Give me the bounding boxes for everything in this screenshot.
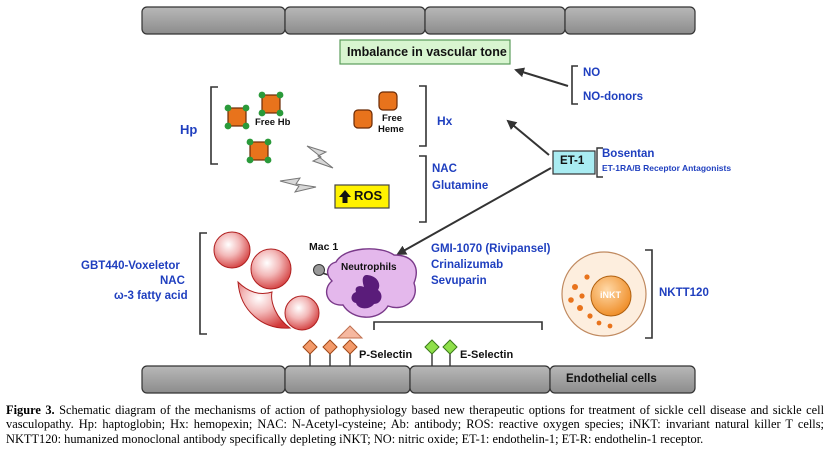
- et1-box: [552, 150, 596, 175]
- sickle-red-blood-cells: [213, 231, 320, 331]
- ros-label: ROS: [354, 188, 383, 203]
- free-heme-label-line2: Heme: [378, 124, 404, 135]
- p-selectin-label: P-Selectin: [359, 349, 413, 361]
- hx-bracket: [419, 85, 427, 147]
- neutrophil-nucleus: [351, 275, 382, 309]
- lightning-icon: [306, 145, 334, 169]
- nktt120-bracket: [645, 249, 653, 339]
- imbalance-box: [339, 39, 511, 65]
- gmi1070-label: GMI-1070 (Rivipansel): [431, 243, 551, 255]
- nktt120-label: NKTT120: [659, 287, 709, 299]
- bottom-vessel-wall: [141, 365, 696, 394]
- et1-bracket: [596, 147, 603, 178]
- e-selectin-label: E-Selectin: [460, 349, 514, 361]
- et1-to-neutrophil-arrow: [396, 167, 552, 255]
- no-donors-label: NO-donors: [583, 91, 644, 103]
- inkt-label: iNKT: [600, 290, 621, 300]
- et1-to-vessel-arrow: [506, 119, 550, 156]
- free-heme-label-line1: Free: [382, 113, 403, 124]
- up-arrow-icon: [339, 190, 351, 203]
- et1-label: ET-1: [560, 155, 585, 167]
- hp-bracket: [210, 86, 218, 165]
- free-hb-label: Free Hb: [255, 117, 291, 128]
- omega3-label: ω-3 fatty acid: [114, 290, 188, 302]
- p-selectin-receptors: [302, 339, 358, 366]
- lightning-icon: [279, 177, 317, 193]
- e-selectin-receptors: [424, 339, 458, 366]
- rbc-bracket: [199, 232, 207, 335]
- caption-text: Schematic diagram of the mechanisms of a…: [6, 403, 825, 446]
- neutrophils-label: Neutrophils: [341, 262, 397, 273]
- bosentan-label: Bosentan: [602, 148, 655, 160]
- figure-caption: Figure 3. Schematic diagram of the mecha…: [6, 403, 824, 446]
- diagram: Imbalance in vascular tone NO NO-donors …: [81, 6, 732, 394]
- nac-top-label: NAC: [432, 163, 457, 175]
- nac-left-label: NAC: [160, 275, 185, 287]
- hx-label: Hx: [437, 114, 453, 128]
- diagram-graphics: [141, 6, 696, 394]
- et1ra-label: ET-1RA/B Receptor Antagonists: [602, 163, 732, 173]
- top-vessel-wall: [141, 6, 696, 35]
- mac1-label: Mac 1: [309, 241, 339, 253]
- sevuparin-label: Sevuparin: [431, 275, 487, 287]
- free-hb-molecules: [224, 91, 284, 164]
- free-heme-molecules: [353, 91, 398, 129]
- imbalance-label: Imbalance in vascular tone: [347, 45, 507, 59]
- mac1-receptor: [313, 264, 325, 276]
- hp-label: Hp: [180, 122, 198, 137]
- figure-number: Figure 3.: [6, 403, 55, 417]
- glutamine-label: Glutamine: [432, 180, 489, 192]
- no-bracket: [571, 65, 578, 105]
- selectin-bracket: [373, 321, 543, 330]
- crinalizumab-label: Crinalizumab: [431, 259, 504, 271]
- no-arrow: [514, 67, 569, 87]
- endothelial-label: Endothelial cells: [566, 373, 657, 385]
- gbt440-label: GBT440-Voxeletor: [81, 260, 180, 272]
- nac-bracket: [419, 155, 427, 223]
- neutrophil-ligand: [336, 325, 364, 339]
- ros-box: [334, 184, 390, 209]
- no-label: NO: [583, 67, 601, 79]
- inkt-cell: [561, 251, 647, 337]
